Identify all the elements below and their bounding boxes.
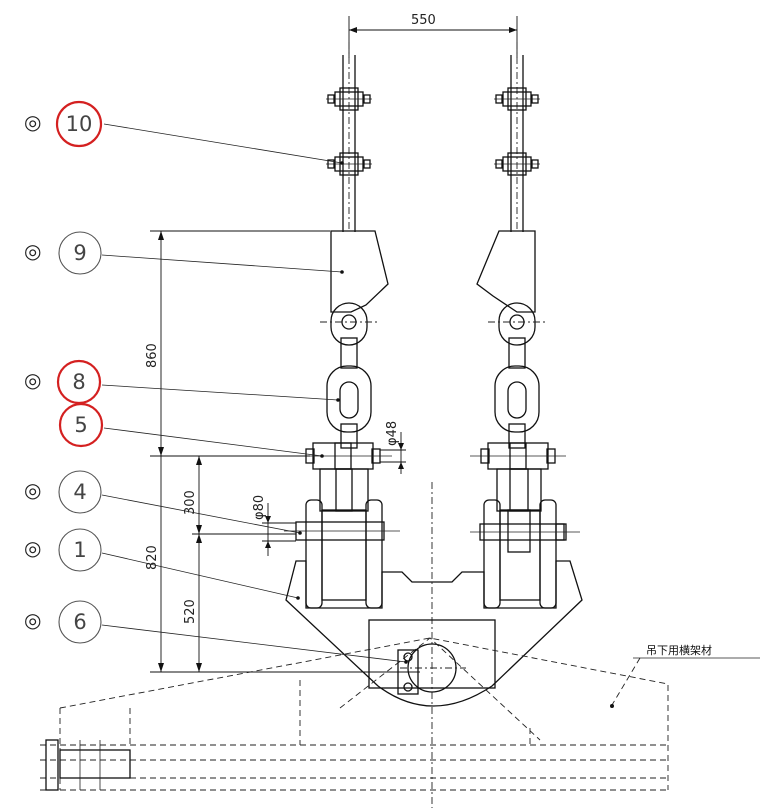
suspension-beam	[40, 637, 669, 791]
dim-bracket-height-label: 520	[183, 599, 198, 624]
rod-clamp-left-lower	[326, 152, 372, 176]
callout-9-mark: ◎	[24, 239, 41, 263]
dim-pin-dia-lower: φ80	[252, 495, 296, 556]
callout-8-mark: ◎	[24, 368, 41, 392]
dim-link-height-label: 860	[145, 343, 160, 368]
hanger-bracket	[285, 560, 583, 707]
pin-block-left	[296, 442, 392, 470]
callout-6: ◎ 6	[24, 600, 102, 644]
shackle-left	[284, 468, 400, 609]
pin-block-right	[470, 442, 566, 470]
beam-label: 吊下用横架材	[646, 643, 712, 657]
callout-10-number: 10	[66, 112, 93, 136]
callout-10-mark: ◎	[24, 110, 41, 134]
dim-lower-height: 820	[145, 456, 420, 673]
dim-pin-dia-upper-label: φ48	[385, 421, 400, 446]
hanger-rod-right	[510, 42, 524, 232]
callout-1-mark: ◎	[24, 536, 41, 560]
callout-6-number: 6	[73, 610, 86, 634]
callout-1-number: 1	[73, 538, 86, 562]
chain-left	[320, 302, 380, 449]
callout-9-number: 9	[73, 241, 86, 265]
chain-right	[488, 302, 548, 449]
dim-link-height: 860	[145, 230, 330, 457]
callout-4-mark: ◎	[24, 478, 41, 502]
beam-label-group: 吊下用横架材	[610, 643, 760, 708]
callout-5: 5	[58, 402, 104, 448]
leader-lines	[101, 123, 408, 664]
callout-8-number: 8	[72, 370, 85, 394]
shackle-right	[470, 468, 580, 609]
callout-4-number: 4	[73, 480, 86, 504]
callout-5-number: 5	[74, 413, 87, 437]
dim-top-span-label: 550	[411, 13, 436, 28]
callout-4: ◎ 4	[24, 470, 102, 514]
hanger-rod-left	[342, 42, 356, 232]
dim-top-span: 550	[348, 13, 518, 58]
dim-bracket-height: 520	[183, 534, 202, 672]
callout-6-mark: ◎	[24, 608, 41, 632]
callout-9: ◎ 9	[24, 231, 102, 275]
rod-clamp-right-upper	[494, 87, 540, 111]
dim-pin-dia-upper: φ48	[380, 421, 406, 474]
callout-8: ◎ 8	[24, 359, 102, 405]
callout-10: ◎ 10	[24, 100, 103, 148]
dim-pin-offset: 300	[183, 456, 296, 535]
dim-pin-dia-lower-label: φ80	[252, 495, 267, 520]
rod-clamp-left-upper	[326, 87, 372, 111]
dim-pin-offset-label: 300	[183, 490, 198, 515]
dim-lower-height-label: 820	[145, 545, 160, 570]
rod-clamp-right-lower	[494, 152, 540, 176]
top-plate-right	[476, 230, 536, 313]
top-plate-left	[330, 230, 389, 313]
callout-1: ◎ 1	[24, 528, 102, 572]
